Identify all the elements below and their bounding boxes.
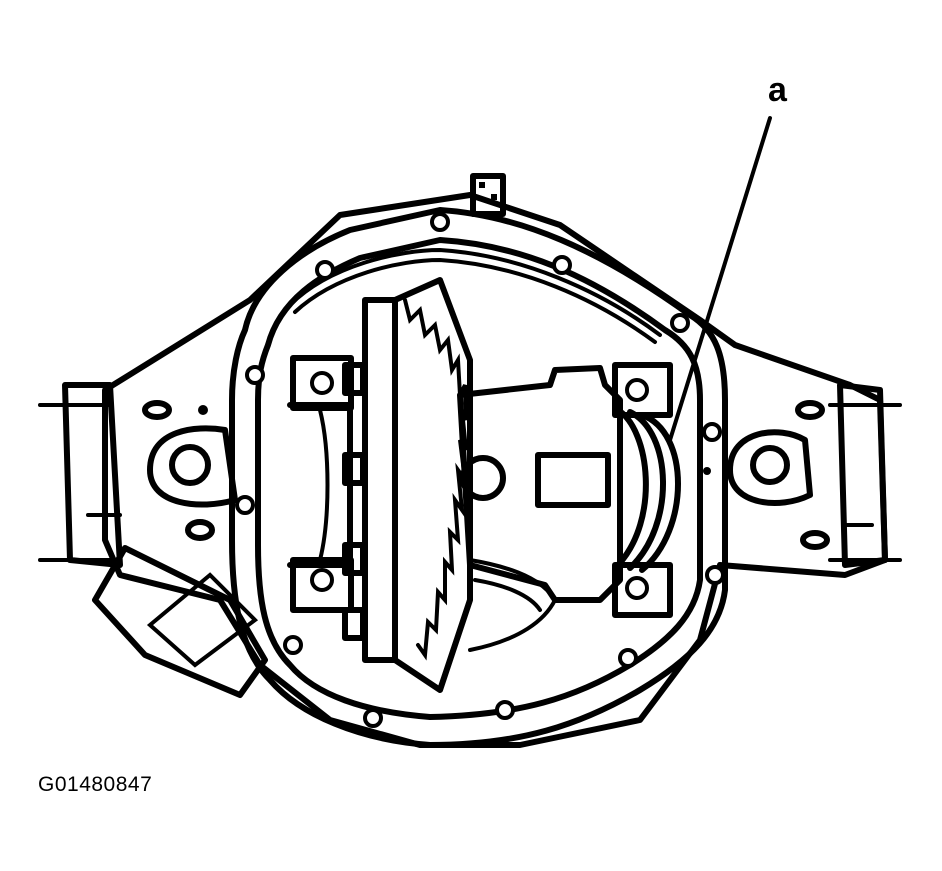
callout-a-label: a [768, 71, 788, 109]
right-axle-boss [703, 400, 874, 550]
figure-id: G01480847 [38, 773, 153, 796]
left-axle-boss [86, 400, 238, 541]
flange-bolt-holes [235, 212, 725, 728]
callout-a: a [668, 71, 788, 442]
carrier-assembly [287, 247, 681, 693]
